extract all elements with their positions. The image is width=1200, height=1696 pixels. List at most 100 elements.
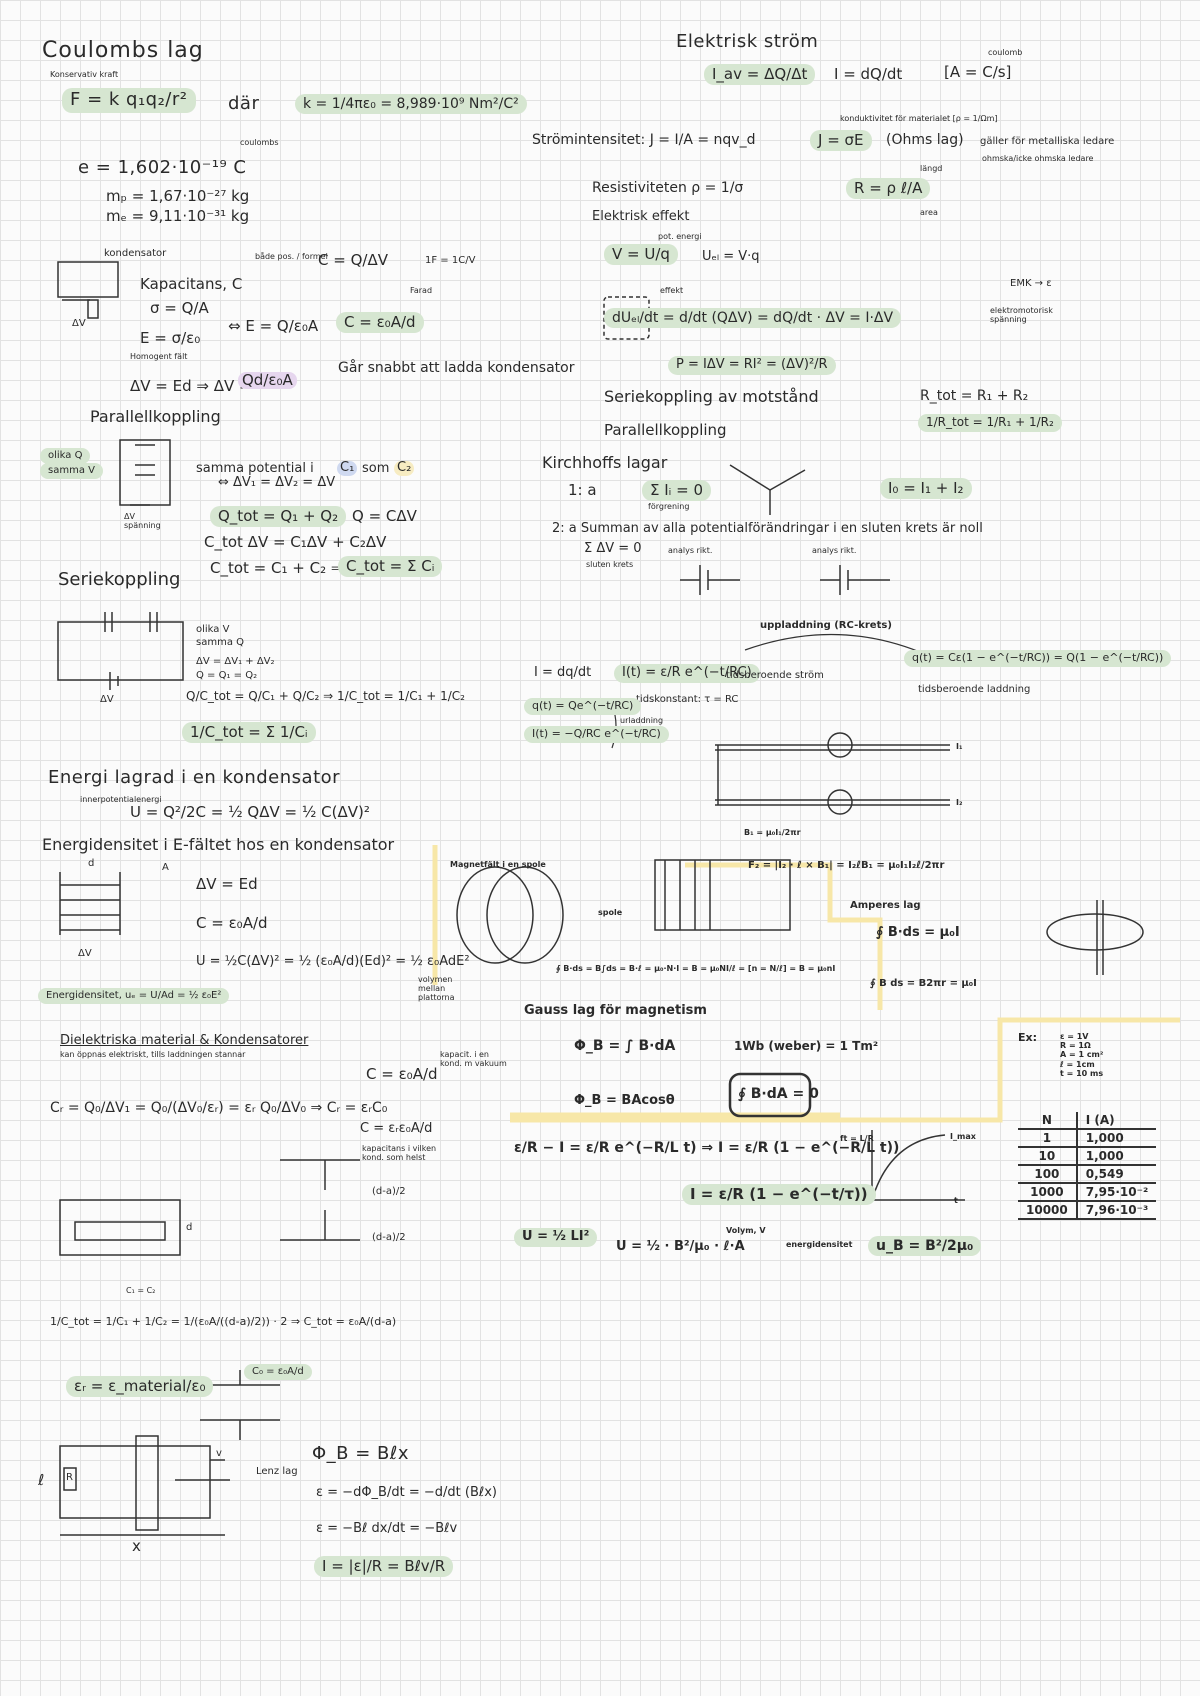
parallell-dv-eq: ⇔ ΔV₁ = ΔV₂ = ΔV (218, 475, 336, 490)
er-formula: εᵣ = ε_material/ε₀ (66, 1376, 214, 1398)
strom-unit: [A = C/s] (944, 63, 1012, 81)
kirchhoff-one: 1: a (568, 481, 597, 499)
dar-word: där (228, 93, 260, 114)
strom-title: Elektrisk ström (676, 31, 819, 52)
volym-label: Volym, V (726, 1226, 766, 1235)
c-epsilon-formula: C = ε₀A/d (336, 312, 424, 334)
serie-q-ctot: Q/C_tot = Q/C₁ + Q/C₂ ⇒ 1/C_tot = 1/C₁ +… (186, 689, 465, 703)
ampere-formula2: ∮ B ds = B2πr = μ₀I (870, 978, 977, 989)
analys-note2: analys rikt. (812, 546, 857, 555)
strom-iav: I_av = ΔQ/Δt (704, 64, 816, 86)
u-li2: U = ½ LI² (514, 1228, 598, 1247)
j-sigma-e: J = σE (810, 130, 872, 152)
ex-value: R = 1Ω (1060, 1041, 1091, 1051)
wire-i1: I₁ (956, 742, 963, 751)
energi-note: innerpotentialenergi (80, 795, 162, 804)
resistivitet: Resistiviteten ρ = 1/σ (592, 180, 744, 196)
lenz-emf2: ε = −Bℓ dx/dt = −Bℓv (316, 1521, 458, 1536)
energi-dv-label: ΔV (78, 948, 92, 959)
spanning-note: ΔV spänning (124, 512, 161, 531)
kapacitans-note2: kapacitans i vilken kond. som helst (362, 1144, 437, 1163)
elektrisk-effekt: Elektrisk effekt (592, 209, 690, 224)
energi-c: C = ε₀A/d (196, 914, 268, 932)
energidensitet-formula: Energidensitet, uₑ = U/Ad = ½ ε₀E² (38, 988, 230, 1004)
tidsberoende-strom: tidsberoende ström (726, 670, 824, 681)
coulombs-note: coulombs (240, 138, 279, 147)
kirchhoff-i0: I₀ = I₁ + I₂ (880, 478, 972, 500)
weber-unit: 1Wb (weber) = 1 Tm² (734, 1039, 879, 1053)
graph-t-label: t (954, 1196, 958, 1205)
u-b2: U = ½ · B²/μ₀ · ℓ·A (616, 1239, 745, 1254)
serie-dv: ΔV = ΔV₁ + ΔV₂ (196, 656, 275, 667)
ctot-sum-expr: C_tot = C₁ + C₂ ⇒ (210, 559, 344, 577)
force-f2: F₂ = |I₂ · ℓ × B₁| = I₂ℓB₁ = μ₀I₁I₂ℓ/2πr (748, 860, 945, 871)
rc-qt: q(t) = Cε(1 − e^(−t/RC)) = Q(1 − e^(−t/R… (904, 650, 1172, 667)
table-cell: 1 (1018, 1129, 1078, 1148)
serie-sum: 1/C_tot = Σ 1/Cᵢ (182, 722, 316, 744)
ex-value: t = 10 ms (1060, 1068, 1104, 1078)
lenz-label: Lenz lag (256, 1466, 298, 1477)
parallell-olika: olika Q (40, 448, 91, 464)
spole-title: Magnetfält i en spole (450, 860, 546, 869)
tidskonstant-note: tidskonstant: τ = RC (636, 694, 739, 705)
q-cdv: Q = CΔV (352, 507, 417, 525)
imax-label: I_max (950, 1132, 976, 1141)
effekt-note: effekt (660, 286, 684, 295)
table-cell: 7,96·10⁻³ (1076, 1201, 1157, 1220)
e-q-formula: ⇔ E = Q/ε₀A (228, 317, 319, 335)
parallel-circuit-sketch (119, 439, 171, 506)
dv-ed-formula: ΔV = Ed ⇒ ΔV = (130, 377, 252, 395)
capacitor-box-sketch (57, 261, 119, 298)
kirchhoff-two: 2: a Summan av alla potentialförändringa… (552, 521, 983, 536)
serie-q: Q = Q₁ = Q₂ (196, 670, 258, 681)
gauss-title: Gauss lag för magnetism (524, 1003, 707, 1018)
urladdning-note: urladdning (620, 716, 664, 725)
ex-value: ℓ = 1cm (1060, 1059, 1095, 1069)
lenz-rail-sketch (59, 1445, 211, 1519)
r-tot-parallell: 1/R_tot = 1/R₁ + 1/R₂ (918, 414, 1062, 432)
parallell-samma: samma V (40, 463, 103, 479)
table-header-cell: I (A) (1076, 1112, 1157, 1130)
du-dt-formula: dUₑₗ/dt = d/dt (QΔV) = dQ/dt · ΔV = I·ΔV (604, 308, 902, 329)
coulomb-formula: F = k q₁q₂/r² (62, 88, 196, 113)
dv-qd-formula: Qd/ε₀A (238, 371, 297, 390)
table-header-cell: N (1018, 1112, 1078, 1130)
gauss-formula: ∮ B·dA = 0 (738, 1086, 819, 1102)
area-note: area (920, 208, 938, 217)
ohms-lag: (Ohms lag) (886, 132, 964, 148)
lenz-r: R (66, 1472, 73, 1483)
r-tot-serie: R_tot = R₁ + R₂ (920, 388, 1029, 404)
kapacitans-label: Kapacitans, C (140, 275, 243, 293)
lenz-l: ℓ (38, 1471, 45, 1489)
coulomb-note-right: coulomb (988, 48, 1023, 57)
kond-dv-label: ΔV (72, 318, 86, 329)
lenz-v: v (216, 1448, 222, 1459)
rl-equation: ε/R − I = ε/R e^(−R/L t) ⇒ I = ε/R (1 − … (514, 1140, 900, 1156)
forgrening-note: förgrening (648, 502, 690, 511)
table-cell: 1000 (1018, 1183, 1078, 1202)
kirchhoff-sum-i: Σ Iᵢ = 0 (642, 480, 711, 502)
rl-equation2: I = ε/R (1 − e^(−t/τ)) (682, 1184, 876, 1206)
parallell-motstand-title: Parallellkoppling (604, 421, 727, 439)
serie-dv-label: ΔV (100, 694, 114, 705)
serie-samma: samma Q (196, 637, 244, 648)
solenoid-sketch (654, 859, 791, 931)
diel-ctot: 1/C_tot = 1/C₁ + 1/C₂ = 1/(ε₀A/((d-a)/2)… (50, 1315, 397, 1328)
coulomb-title: Coulombs lag (42, 38, 204, 63)
som-word: som (362, 461, 390, 476)
lenz-x: x (132, 1537, 141, 1555)
strom-i: I = dQ/dt (834, 65, 903, 83)
table-cell: 0,549 (1076, 1165, 1157, 1184)
lenz-emf: ε = −dΦ_B/dt = −d/dt (Bℓx) (316, 1485, 497, 1500)
tidsberoende-laddning: tidsberoende laddning (918, 684, 1031, 695)
ub-formula: u_B = B²/2μ₀ (868, 1236, 982, 1257)
lenz-phi: Φ_B = Bℓx (312, 1443, 409, 1464)
table-cell: 1,000 (1076, 1147, 1157, 1166)
volym-note: volymen mellan plattorna (418, 975, 455, 1003)
c1-c2-note: C₁ = C₂ (126, 1286, 156, 1295)
kapacitans-vakuum-note: kapacit. i en kond. m vakuum (440, 1050, 507, 1069)
serie-title: Seriekoppling (58, 569, 181, 590)
